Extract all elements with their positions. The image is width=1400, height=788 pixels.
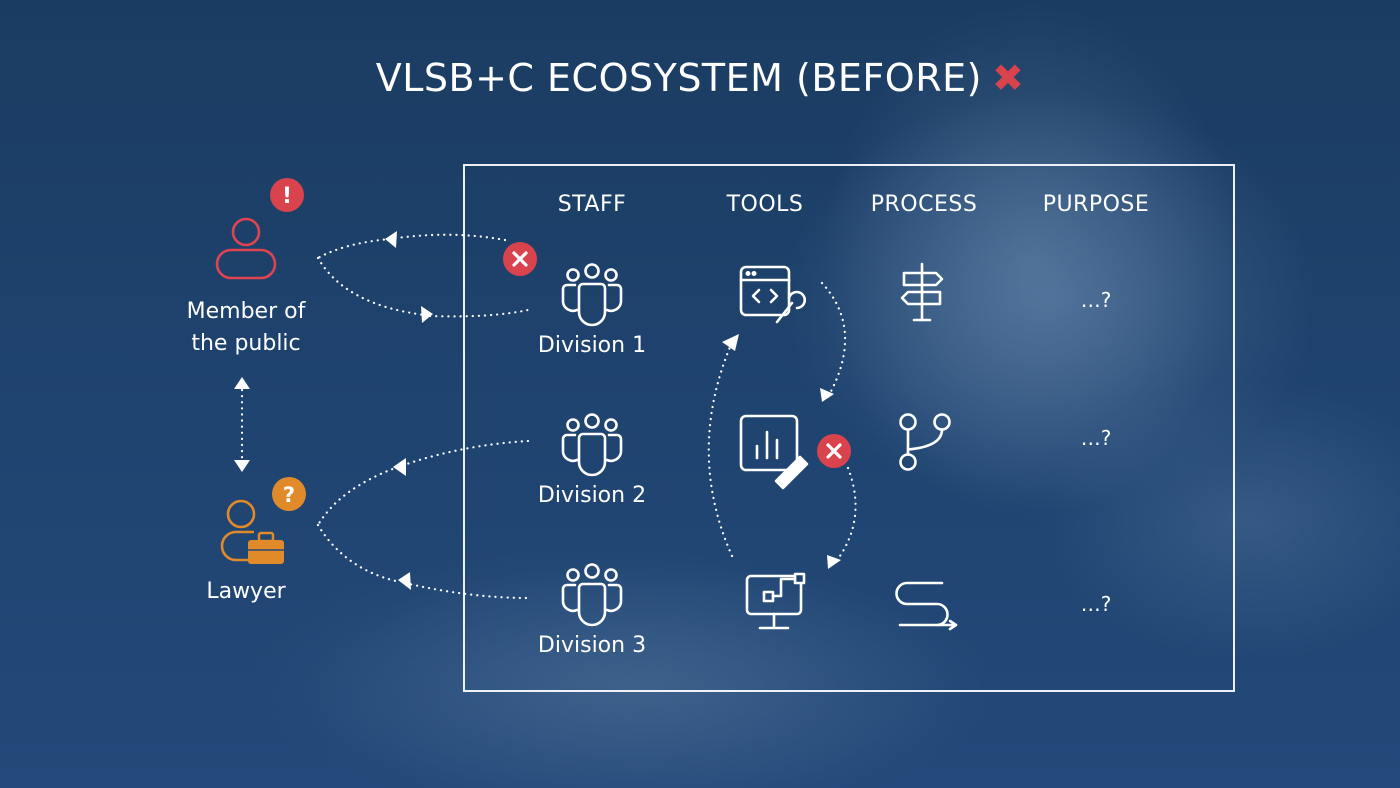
connector-lawyer-upper — [316, 465, 400, 527]
chart-pen-icon — [739, 414, 809, 490]
arrowhead-to-lawyer-upper — [393, 458, 406, 476]
purpose-value-3: …? — [1080, 592, 1112, 616]
lawyer-question-badge: ? — [272, 477, 306, 511]
ecosystem-frame — [463, 164, 1235, 692]
division-1-staff-icon — [561, 263, 623, 327]
x-circle-icon — [815, 432, 853, 470]
purpose-value-2: …? — [1080, 426, 1112, 450]
branch-icon — [899, 413, 951, 471]
arrowhead-to-tool3 — [827, 555, 841, 569]
public-label-line1: Member of — [186, 299, 306, 324]
connector-tool3-to-tool1 — [707, 338, 735, 558]
connector-public-lower — [316, 256, 427, 317]
column-header-process: PROCESS — [870, 192, 978, 217]
lawyer-person-icon — [220, 499, 256, 562]
arrowhead-up-public — [234, 377, 250, 389]
x-circle-icon — [501, 240, 539, 278]
column-header-tools: TOOLS — [726, 192, 804, 217]
column-header-staff: STAFF — [557, 192, 627, 217]
public-person-icon — [215, 217, 277, 280]
route-icon — [895, 581, 958, 631]
purpose-value-1: …? — [1080, 288, 1112, 312]
public-label-line2: the public — [191, 331, 301, 356]
title-x-icon: ✖ — [991, 56, 1025, 100]
connector-tool2-to-tool3 — [833, 466, 857, 565]
public-label: Member of the public — [146, 296, 346, 360]
lawyer-question-mark: ? — [283, 483, 295, 507]
arrowhead-to-lawyer-lower — [398, 572, 411, 590]
division-2-label: Division 2 — [537, 483, 647, 508]
connector-div3-to-lawyer — [403, 581, 530, 600]
division-1-label: Division 1 — [537, 333, 647, 358]
page-title-text: VLSB+C ECOSYSTEM (BEFORE) — [375, 56, 982, 100]
monitor-network-icon — [745, 572, 806, 630]
connector-lawyer-lower — [316, 523, 402, 584]
connector-tool1-to-tool2 — [820, 281, 847, 399]
division-2-staff-icon — [561, 413, 623, 477]
arrowhead-to-public-top — [385, 231, 397, 248]
code-wrench-icon — [739, 265, 806, 324]
briefcase-icon — [248, 531, 284, 564]
lawyer-label: Lawyer — [206, 579, 286, 604]
signpost-icon — [900, 262, 944, 322]
arrowhead-to-div1 — [421, 306, 433, 323]
page-title: VLSB+C ECOSYSTEM (BEFORE)✖ — [0, 56, 1400, 100]
column-header-purpose: PURPOSE — [1042, 192, 1150, 217]
connector-div1-bottom — [428, 308, 530, 318]
division-3-staff-icon — [561, 563, 623, 627]
arrowhead-to-tool2 — [820, 388, 834, 402]
arrowhead-down-lawyer — [234, 460, 250, 472]
public-alert-mark: ! — [282, 184, 292, 209]
division-3-label: Division 3 — [537, 633, 647, 658]
connector-public-upper — [316, 237, 392, 260]
arrowhead-to-tool1 — [722, 334, 739, 351]
connector-div2-to-lawyer — [396, 439, 530, 469]
public-alert-badge: ! — [270, 178, 304, 212]
connector-div1-to-public-top — [388, 233, 507, 242]
